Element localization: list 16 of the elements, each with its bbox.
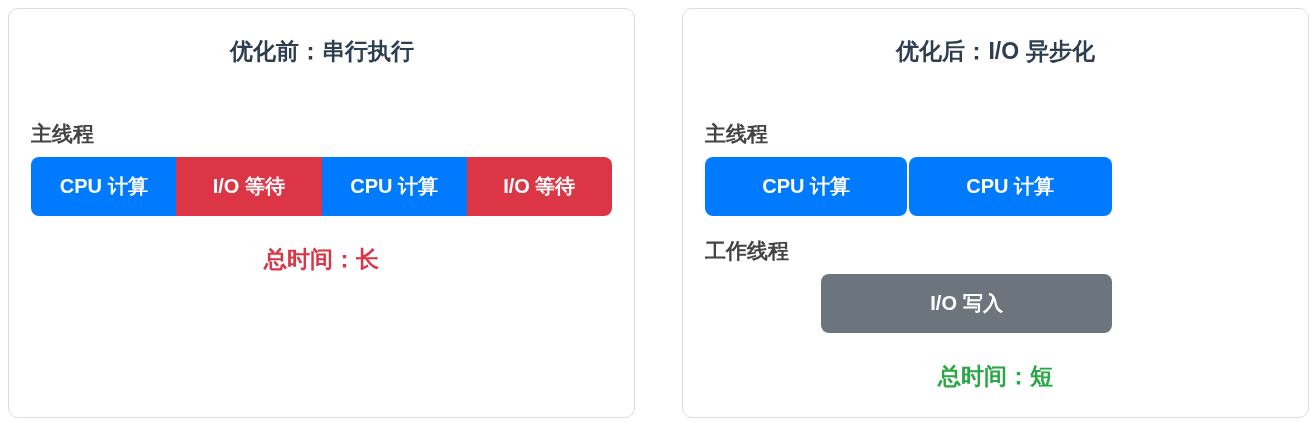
task-block: I/O 写入 bbox=[821, 274, 1112, 333]
timeline-panel bbox=[8, 8, 635, 418]
task-block: I/O 等待 bbox=[466, 157, 612, 216]
total-time-label: 总时间：短 bbox=[938, 363, 1053, 389]
thread-label: 主线程 bbox=[705, 122, 768, 146]
task-block: CPU 计算 bbox=[31, 157, 177, 216]
panel-title: 优化前：串行执行 bbox=[229, 37, 414, 65]
total-time-label: 总时间：长 bbox=[264, 246, 379, 272]
task-block: CPU 计算 bbox=[321, 157, 467, 216]
task-block: I/O 等待 bbox=[176, 157, 322, 216]
timeline-panel bbox=[682, 8, 1309, 418]
thread-label: 工作线程 bbox=[705, 239, 789, 263]
panel-title: 优化后：I/O 异步化 bbox=[896, 37, 1095, 65]
task-block: CPU 计算 bbox=[705, 157, 908, 216]
task-block: CPU 计算 bbox=[908, 157, 1112, 216]
thread-label: 主线程 bbox=[31, 122, 94, 146]
